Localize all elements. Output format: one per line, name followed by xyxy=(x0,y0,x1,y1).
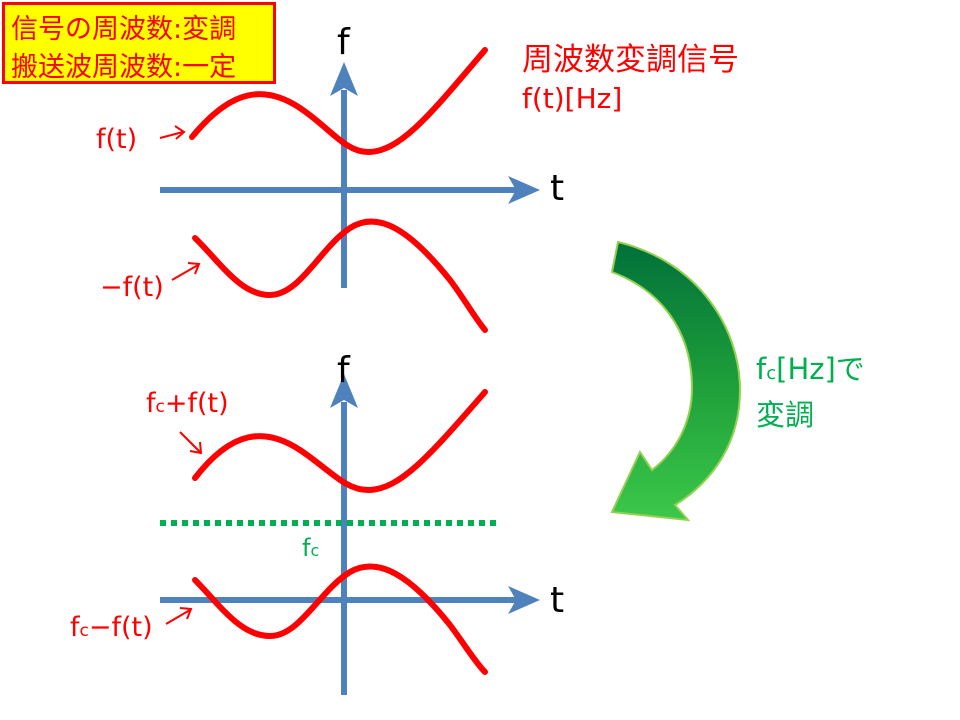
top-signal-curve xyxy=(189,47,488,156)
carrier-label-base: f xyxy=(302,534,311,562)
bottom-lower-pointer-head xyxy=(179,607,193,620)
top-f-axis-label: f xyxy=(337,22,350,63)
modulation-arrow xyxy=(610,240,742,522)
modulation-label-base: f xyxy=(756,352,767,386)
top-t-axis-label: t xyxy=(550,168,565,209)
top-label-pos-pointer xyxy=(159,131,184,139)
bottom-upper-pointer xyxy=(179,431,201,453)
top-label-neg-pointer xyxy=(171,264,199,281)
modulation-label-line2: 変調 xyxy=(756,398,815,432)
title-box: 信号の周波数:変調 搬送波周波数:一定 xyxy=(2,2,276,84)
bottom-t-axis-label: t xyxy=(550,580,565,621)
top-negative-curve xyxy=(192,218,488,333)
bottom-lower-label-sub: c xyxy=(79,621,89,641)
bottom-lower-label: fc−f(t) xyxy=(70,612,153,643)
modulation-label-line1: fc[Hz]で xyxy=(756,346,865,388)
title-line-1: 信号の周波数:変調 xyxy=(11,14,237,45)
bottom-lower-label-rest: −f(t) xyxy=(88,612,153,643)
bottom-t-arrowhead xyxy=(508,586,540,614)
top-f-arrowhead xyxy=(330,62,358,96)
top-label-neg-pointer-head xyxy=(187,262,201,275)
bottom-upper-label-base: f xyxy=(146,388,156,419)
bottom-upper-pointer-head xyxy=(189,441,203,455)
top-subtitle: f(t)[Hz] xyxy=(522,82,623,115)
top-title: 周波数変調信号 xyxy=(522,42,739,78)
bottom-lower-pointer xyxy=(165,609,191,625)
bottom-lower-label-base: f xyxy=(70,612,80,643)
top-label-pos: f(t) xyxy=(96,124,138,155)
bottom-lower-curve xyxy=(192,563,488,675)
bottom-upper-curve xyxy=(192,389,488,494)
top-label-neg: −f(t) xyxy=(100,272,164,303)
top-label-pos-pointer-head xyxy=(174,125,186,140)
bottom-f-axis-label: f xyxy=(337,350,350,391)
title-line-2: 搬送波周波数:一定 xyxy=(11,52,237,83)
modulation-label-sub: c xyxy=(766,363,777,384)
bottom-upper-label: fc+f(t) xyxy=(146,388,229,419)
modulation-label-rest: [Hz]で xyxy=(776,352,865,386)
carrier-label-sub: c xyxy=(310,541,320,560)
bottom-upper-label-sub: c xyxy=(155,397,165,417)
bottom-upper-label-rest: +f(t) xyxy=(164,388,229,419)
bottom-f-arrowhead xyxy=(330,374,358,408)
top-t-arrowhead xyxy=(508,176,540,204)
carrier-label: fc xyxy=(302,534,319,562)
